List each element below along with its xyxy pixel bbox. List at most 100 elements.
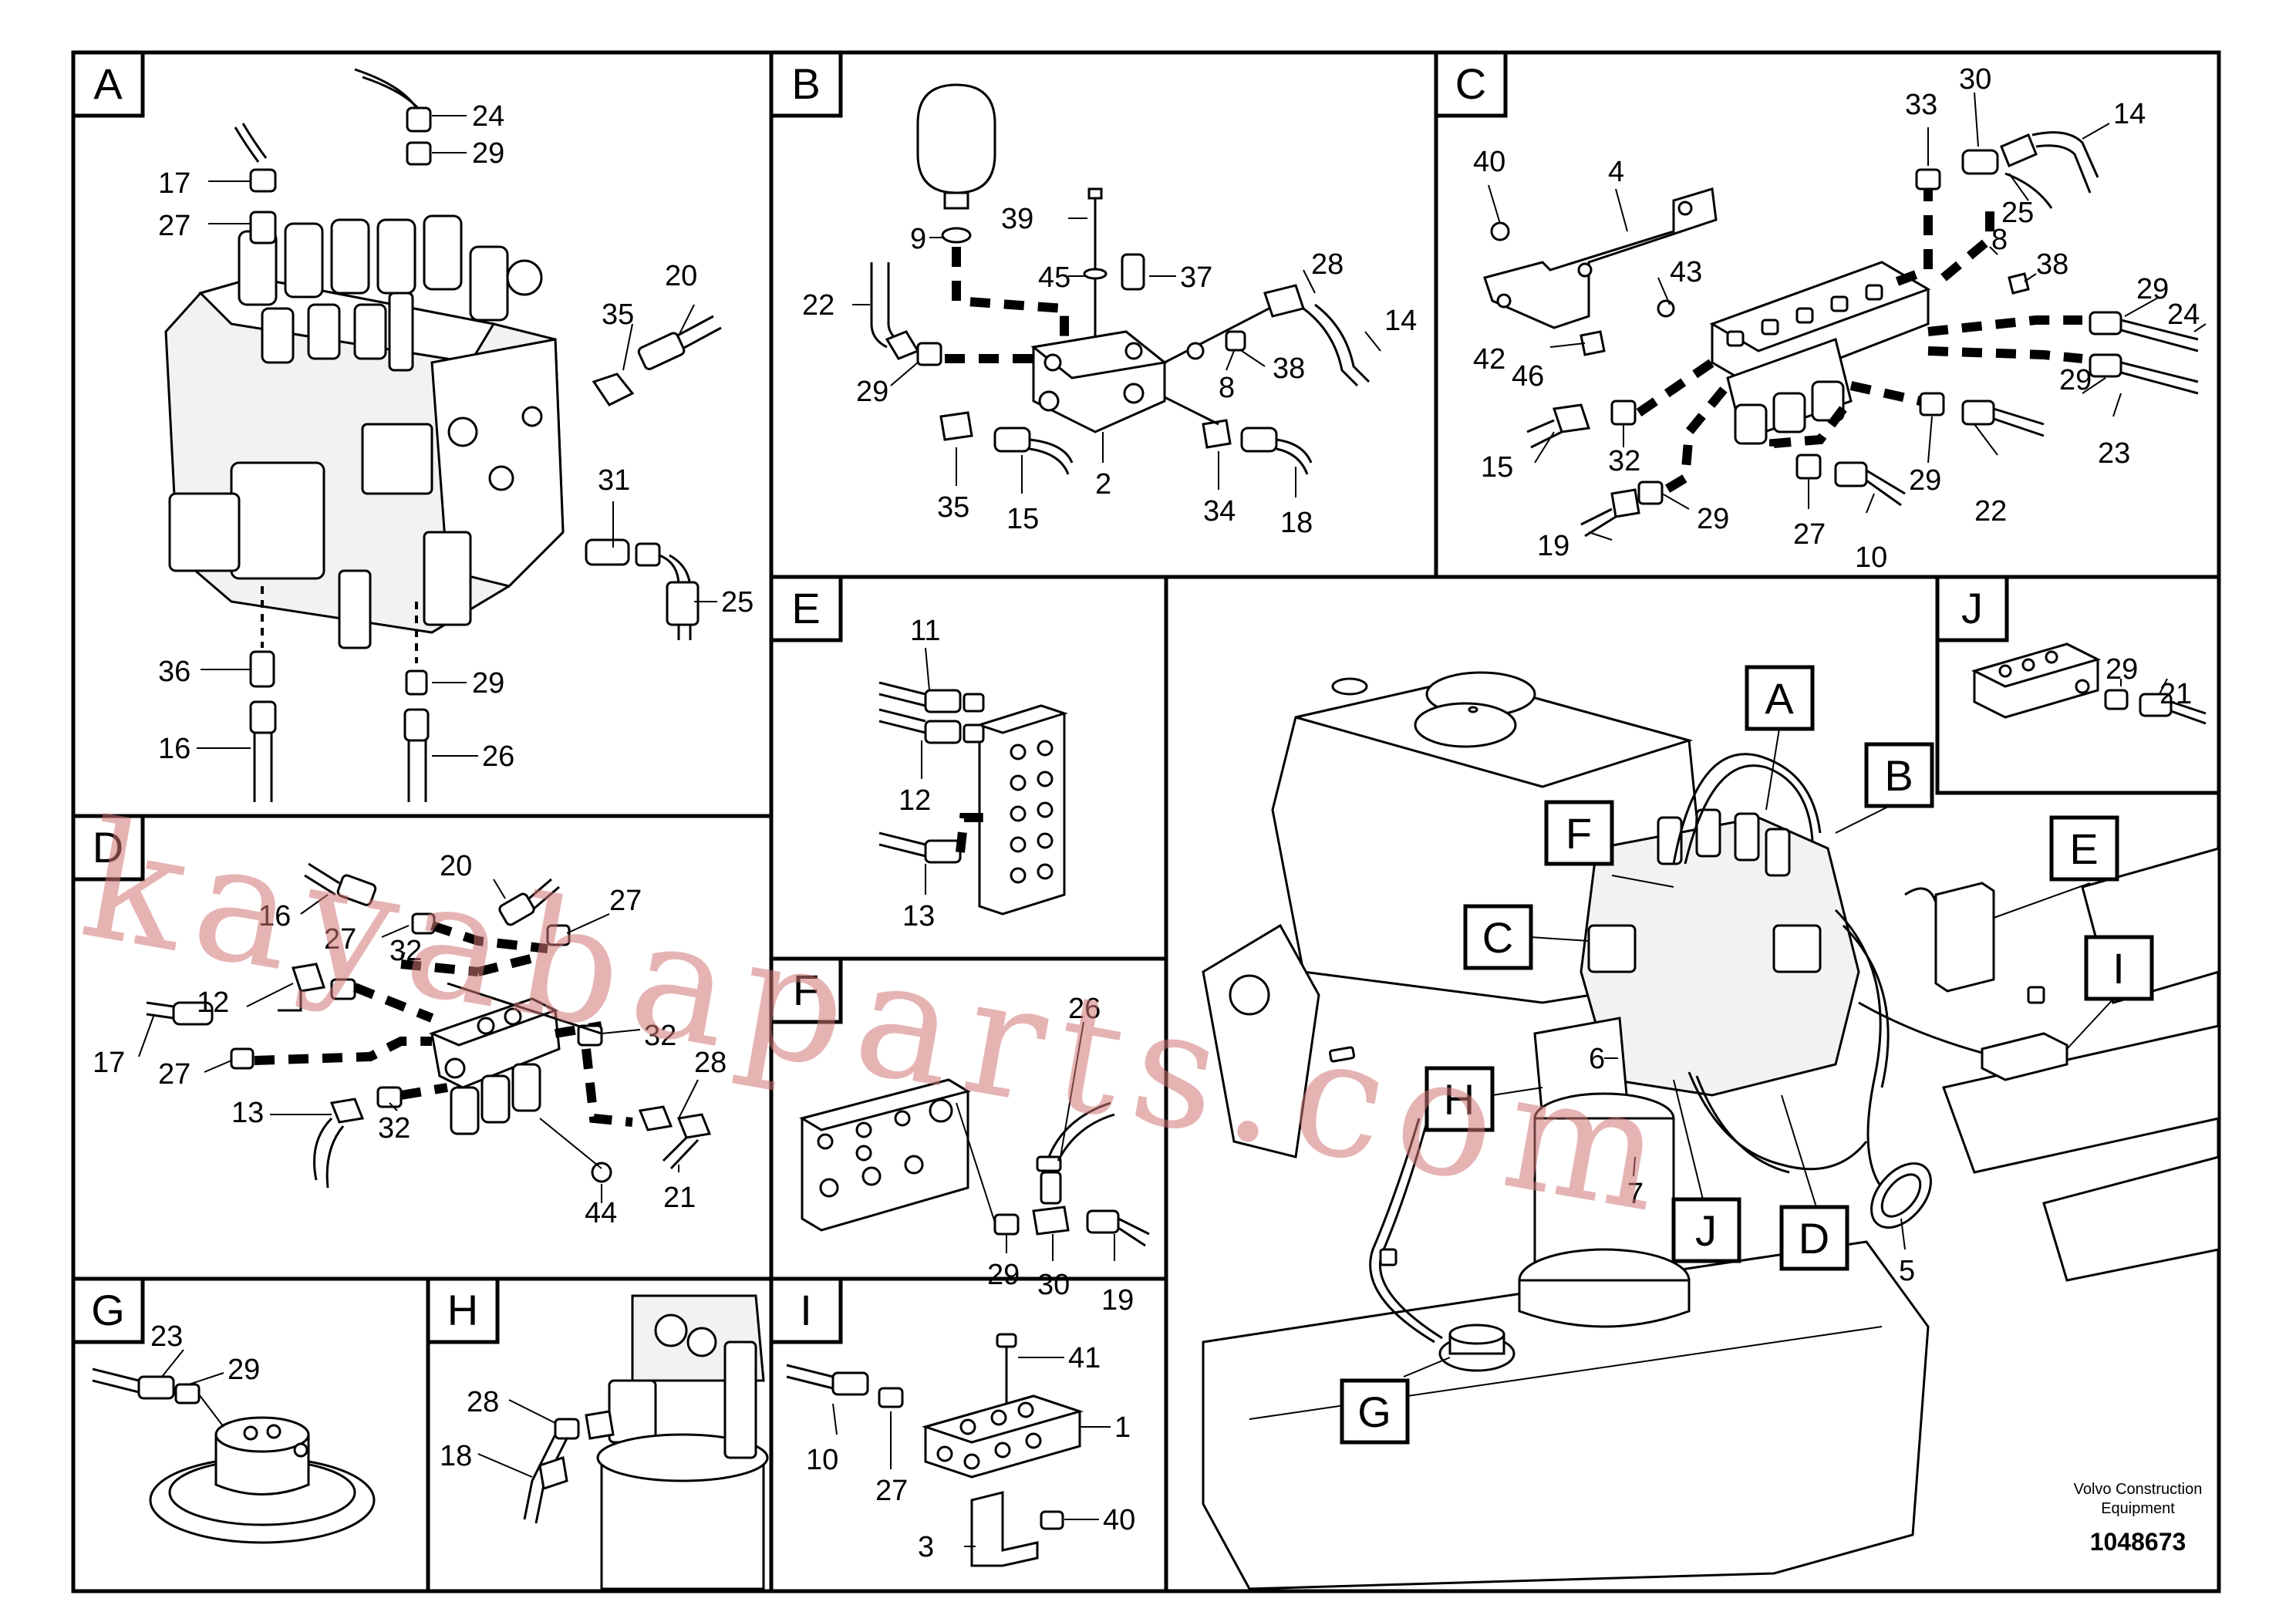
callout: 14 (1384, 305, 1417, 337)
panel-tag-D: D (71, 814, 145, 882)
publisher-line-2: Equipment (2101, 1500, 2175, 1517)
overview-tag-F-text: F (1566, 809, 1592, 858)
callout: 40 (1473, 146, 1505, 178)
callout: 29 (472, 667, 504, 700)
overview-tag-E-text: E (2069, 824, 2098, 873)
callout: 8 (1991, 224, 2008, 256)
callout: 29 (228, 1354, 260, 1386)
panel-A-drawing: 24 29 17 27 20 35 31 25 36 29 16 26 (158, 68, 754, 802)
callout: 16 (258, 900, 291, 932)
callout: 29 (987, 1259, 1020, 1291)
panel-tag-H: H (426, 1276, 500, 1344)
callout: 15 (1481, 451, 1513, 484)
callout: 13 (231, 1097, 264, 1129)
callout: 36 (158, 656, 190, 688)
callout: 28 (694, 1047, 727, 1079)
callout: 2 (1095, 468, 1111, 501)
callout: 34 (1203, 495, 1236, 528)
overview-tag-J-text: J (1695, 1206, 1717, 1255)
panel-tag-D-text: D (93, 823, 123, 872)
panel-tag-H-text: H (447, 1286, 478, 1334)
callout: 42 (1473, 343, 1505, 376)
callout: 29 (472, 137, 504, 170)
callout: 28 (467, 1386, 499, 1418)
callout: 46 (1512, 360, 1544, 393)
callout: 27 (609, 885, 642, 917)
callout: 19 (1101, 1284, 1134, 1317)
callout: 28 (1311, 248, 1344, 281)
callout: 29 (2136, 273, 2169, 305)
callout: 40 (1103, 1504, 1135, 1536)
panel-tag-C-text: C (1455, 59, 1486, 108)
overview-tag-H-text: H (1444, 1075, 1475, 1124)
panel-tag-C: C (1434, 50, 1508, 118)
callout: 25 (2001, 197, 2034, 229)
callout: 7 (1627, 1178, 1644, 1210)
panel-tag-E-text: E (791, 584, 820, 632)
valve-spools (238, 214, 543, 372)
panel-tag-I: I (769, 1276, 843, 1344)
callout: 30 (1037, 1269, 1070, 1301)
callout: 22 (1974, 495, 2007, 528)
overview-tag-A: A (1745, 665, 1815, 731)
callout: 35 (602, 298, 634, 331)
panel-tag-J: J (1935, 575, 2009, 642)
publisher-line-1: Volvo Construction (2074, 1481, 2203, 1498)
overview-tag-I-text: I (2112, 944, 2125, 993)
callout: 32 (644, 1020, 676, 1052)
callout: 32 (1608, 445, 1640, 477)
panel-H-drawing: 28 18 (440, 1294, 769, 1590)
callout: 33 (1905, 89, 1937, 121)
callout: 26 (1068, 993, 1101, 1025)
callout: 13 (902, 900, 935, 932)
callout: 21 (2159, 678, 2192, 710)
callout: 6 (1589, 1043, 1605, 1075)
callout: 45 (1038, 261, 1070, 294)
document-number: 1048673 (2090, 1528, 2186, 1556)
callout: 32 (389, 935, 422, 967)
panel-F-drawing: 26 29 30 19 (799, 993, 1150, 1317)
callout: 20 (440, 850, 472, 882)
callout: 27 (875, 1475, 908, 1507)
callout: 27 (158, 1058, 190, 1091)
callout: 4 (1608, 156, 1624, 188)
panel-C-drawing: 40 4 33 30 14 25 8 38 43 42 46 29 24 15 … (1473, 63, 2207, 574)
callout: 27 (158, 210, 190, 242)
callout: 30 (1959, 63, 1991, 96)
callout: 32 (378, 1112, 410, 1145)
callout: 11 (910, 615, 940, 647)
callout: 27 (324, 923, 356, 956)
callout: 29 (1697, 503, 1729, 535)
callout: 12 (899, 784, 931, 817)
callout: 31 (598, 464, 630, 497)
overview-tag-G: G (1340, 1378, 1410, 1445)
overview-tag-I: I (2084, 935, 2154, 1001)
callout: 35 (937, 491, 969, 524)
callout: 38 (1273, 352, 1305, 385)
callout: 15 (1006, 503, 1039, 535)
overview-tag-C-text: C (1482, 913, 1513, 962)
overview-tag-J: J (1671, 1197, 1741, 1263)
callout: 5 (1899, 1255, 1915, 1287)
panel-tag-B: B (769, 50, 843, 118)
callout: 17 (158, 167, 190, 200)
callout: 44 (585, 1197, 617, 1229)
panel-E-drawing: 11 12 13 (878, 615, 1068, 932)
callout: 39 (1001, 203, 1033, 235)
panel-D-drawing: 16 20 27 27 32 12 17 27 32 28 13 32 44 2… (93, 850, 727, 1229)
panel-tag-B-text: B (791, 59, 820, 108)
panel-J-drawing: 29 21 (1971, 642, 2207, 725)
callout: 23 (150, 1320, 183, 1353)
callout: 18 (440, 1440, 472, 1472)
callout: 25 (721, 586, 754, 619)
callout: 20 (665, 260, 697, 292)
panel-tag-F: F (769, 956, 843, 1024)
panel-B-drawing: 39 9 45 37 28 22 14 29 38 8 2 35 15 34 1… (802, 83, 1417, 539)
callout: 22 (802, 289, 834, 322)
callout: 24 (2167, 298, 2200, 331)
callout: 41 (1068, 1342, 1101, 1374)
overview-tag-B-text: B (1884, 751, 1913, 800)
panel-tag-G-text: G (91, 1286, 125, 1334)
callout: 24 (472, 100, 504, 133)
panel-I-drawing: 41 10 27 1 3 40 (786, 1333, 1135, 1567)
